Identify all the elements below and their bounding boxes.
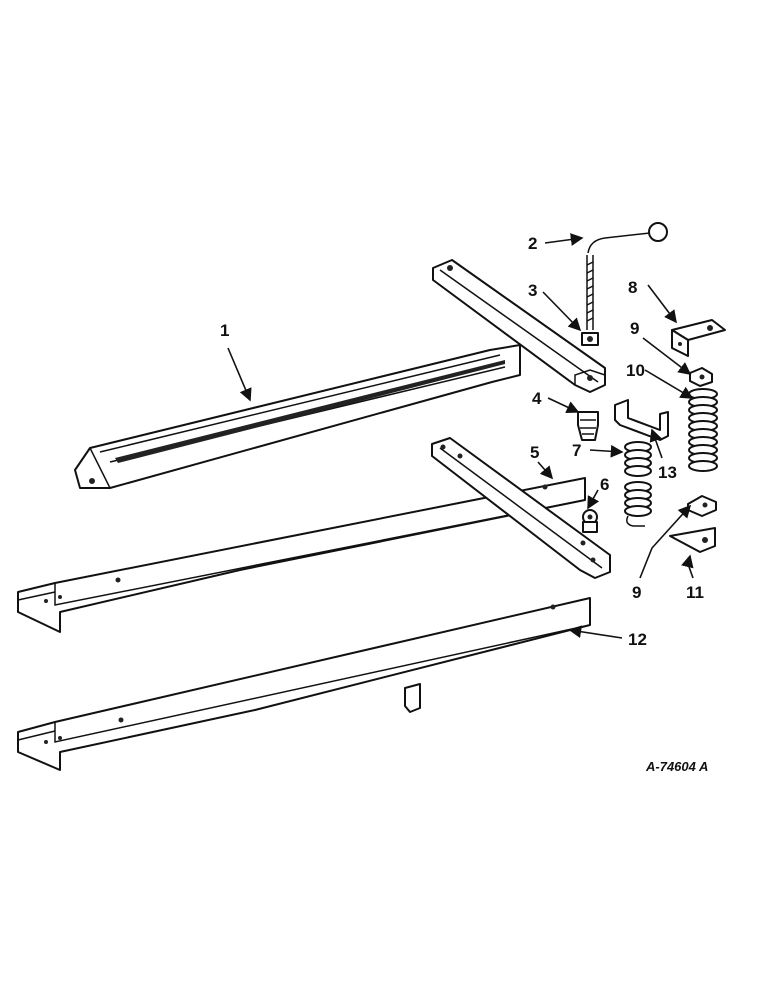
part-7-springs [624,441,652,527]
callout-5: 5 [530,443,539,462]
part-11-plate [669,527,716,553]
callout-7: 7 [572,441,581,460]
callout-12: 12 [628,630,647,649]
callout-2: 2 [528,234,537,253]
part-1-upper-rail [74,344,521,489]
part-8-bracket [671,319,726,357]
part-9-upper-clip [689,367,713,387]
callout-1: 1 [220,321,229,340]
callout-9-lower: 9 [632,583,641,602]
callout-9-upper: 9 [630,319,639,338]
part-10-long-spring [688,388,718,472]
part-9-lower-clip [687,495,717,517]
figure-id: A-74604 A [645,759,708,774]
callout-3: 3 [528,281,537,300]
part-3-nut [581,332,599,346]
upper-cross-member [432,259,606,393]
callout-10: 10 [626,361,645,380]
callout-8: 8 [628,278,637,297]
callout-6: 6 [600,475,609,494]
part-6-eye-bolt [582,509,598,533]
callout-4: 4 [532,389,542,408]
part-13-u-bracket [614,399,669,441]
part-2-handle-bolt [586,222,668,330]
part-5-middle-rail [17,477,586,633]
part-4-plug [577,411,599,441]
callout-11: 11 [686,583,704,602]
lower-cross-member [431,437,611,579]
callout-labels: 1 2 3 4 5 6 7 8 9 10 13 9 11 12 [220,234,704,649]
callout-13: 13 [658,463,677,482]
leader-lines [227,233,694,639]
part-12-lower-rail [17,597,591,771]
